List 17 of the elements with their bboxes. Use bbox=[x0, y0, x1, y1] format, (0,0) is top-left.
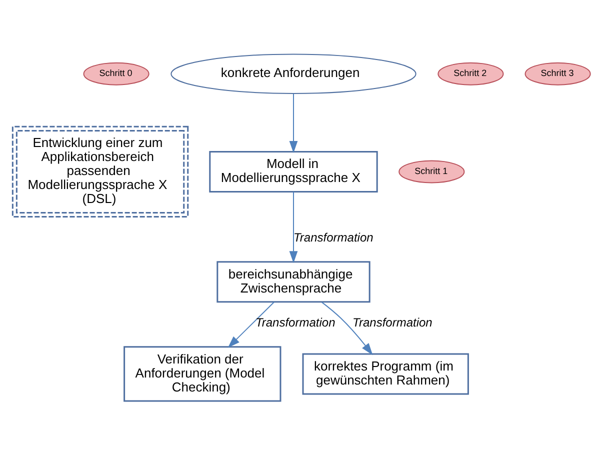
node-ellipse: Schritt 0 bbox=[83, 62, 150, 85]
arrow bbox=[321, 301, 373, 355]
edge-label: Transformation bbox=[352, 315, 432, 330]
node-ellipse: Schritt 3 bbox=[524, 62, 591, 85]
arrow bbox=[289, 190, 298, 263]
arrow bbox=[228, 300, 275, 348]
node-box: korrektes Programm (im gewünschten Rahmen) bbox=[302, 352, 469, 394]
node-box: Verifikation der Anforderungen (Model Checking) bbox=[124, 346, 282, 402]
node-ellipse: Schritt 2 bbox=[438, 62, 504, 85]
edge-label: Transformation bbox=[255, 315, 336, 330]
node-ellipse: Schritt 1 bbox=[398, 160, 465, 183]
node-box: bereichsunabhängige Zwischensprache bbox=[216, 260, 370, 302]
arrow bbox=[289, 92, 298, 152]
node-ellipse: konkrete Anforderungen bbox=[170, 53, 416, 94]
node-box: Entwicklung einer zum Applikationsbereich passenden Modellierungssprache X (DSL) bbox=[12, 125, 189, 218]
edge-label: Transformation bbox=[293, 230, 374, 244]
node-box: Modell in Modellierungssprache X bbox=[209, 150, 378, 192]
